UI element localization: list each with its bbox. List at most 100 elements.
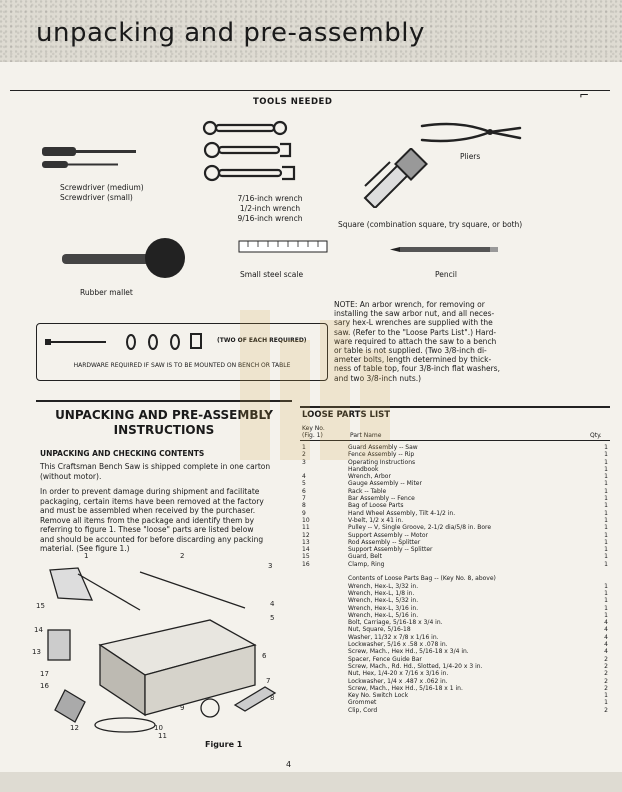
table-row: Wrench, Hex-L, 5/16 in.1 — [302, 612, 608, 619]
hardware-box: (TWO OF EACH REQUIRED) HARDWARE REQUIRED… — [36, 323, 328, 381]
note-line: ameter bolts, length determined by thick… — [334, 355, 492, 365]
callout-16: 16 — [40, 682, 49, 690]
parts-cell-qty: 1 — [604, 597, 608, 605]
watermark-logo — [240, 310, 390, 460]
wrench-illustration — [202, 120, 296, 182]
note-line: installing the saw arbor nut, and all ne… — [334, 309, 495, 319]
parts-cell-name: Nut, Hex, 1/4-20 x 7/16 x 3/16 in. — [348, 670, 449, 678]
parts-cell-name: Operating Instructions — [348, 458, 416, 466]
parts-cell-name — [348, 568, 598, 575]
figure-1-caption: Figure 1 — [205, 740, 243, 749]
parts-cell-qty: 1 — [604, 509, 608, 517]
para-line: This Craftsman Bench Saw is shipped comp… — [40, 462, 271, 471]
parts-cell-name: Guard Assembly -- Saw — [348, 444, 418, 451]
note-line: ness of table top, four 3/8-inch flat wa… — [334, 364, 500, 374]
parts-cell-qty: 1 — [604, 692, 608, 700]
parts-cell-qty: 1 — [604, 546, 608, 554]
instructions-paragraph-2: In order to prevent damage during shipme… — [40, 487, 296, 554]
loose-parts-table: 1Guard Assembly -- Saw12Fence Assembly -… — [302, 444, 608, 714]
instructions-paragraph-1: This Craftsman Bench Saw is shipped comp… — [40, 462, 296, 481]
table-row: Wrench, Hex-L, 5/32 in.1 — [302, 597, 608, 604]
parts-cell-key — [302, 648, 348, 655]
callout-1: 1 — [84, 552, 88, 560]
parts-cell-qty: 4 — [604, 648, 608, 656]
header-rule — [10, 90, 610, 91]
col-name-header: Part Name — [350, 432, 381, 439]
parts-cell-key — [302, 619, 348, 626]
parts-cell-name: Hand Wheel Assembly, Tilt 4-1/2 in. — [348, 509, 456, 517]
unpacking-subheading: UNPACKING AND CHECKING CONTENTS — [40, 449, 205, 458]
parts-cell-name: Rod Assembly -- Splitter — [348, 538, 421, 546]
screwdriver-illustration — [42, 147, 136, 168]
parts-cell-qty: 2 — [604, 677, 608, 685]
footer-banner — [0, 772, 622, 792]
square-illustration — [363, 148, 428, 208]
parts-cell-qty — [598, 568, 608, 575]
parts-cell-key — [302, 568, 348, 575]
para-line: and should be accounted for before disca… — [40, 534, 264, 544]
parts-cell-qty: 2 — [604, 706, 608, 714]
parts-cell-qty: 2 — [604, 655, 608, 663]
parts-cell-key — [302, 626, 348, 633]
table-row: Washer, 11/32 x 7/8 x 1/16 in.4 — [302, 634, 608, 641]
parts-cell-name: Wrench, Hex-L, 5/16 in. — [348, 611, 419, 619]
col-key-header: Key No. — [302, 425, 325, 432]
parts-cell-name: Support Assembly -- Motor — [348, 531, 429, 539]
square-caption: Square (combination square, try square, … — [338, 220, 523, 229]
table-row: Wrench, Hex-L, 3/16 in.1 — [302, 605, 608, 612]
parts-cell-name: Clip, Cord — [348, 706, 378, 714]
callout-8: 8 — [270, 694, 274, 702]
table-row: Clip, Cord 2 — [302, 707, 608, 714]
parts-cell-qty: 1 — [604, 553, 608, 561]
page-number: 4 — [286, 760, 292, 769]
table-row: Wrench, Hex-L, 1/8 in.1 — [302, 590, 608, 597]
parts-cell-key — [302, 634, 348, 641]
parts-cell-name: Screw, Mach., Hex Hd., 5/16-18 x 3/4 in. — [348, 648, 469, 656]
parts-cell-key — [302, 575, 348, 582]
note-line: saw. (Refer to the "Loose Parts List".) … — [334, 327, 497, 337]
parts-cell-key: 9 — [302, 509, 306, 517]
parts-cell-qty: 1 — [604, 487, 608, 495]
para-line: referring to figure 1. These "loose" par… — [40, 525, 254, 534]
parts-cell-qty: 1 — [604, 480, 608, 488]
note-line: NOTE: An arbor wrench, for removing or — [334, 300, 485, 309]
callout-13: 13 — [32, 648, 41, 656]
parts-cell-qty: 1 — [604, 531, 608, 539]
parts-cell-key: 4 — [302, 473, 306, 481]
parts-cell-qty: 1 — [604, 444, 608, 451]
parts-cell-key — [302, 583, 348, 590]
hardware-quantity-label: (TWO OF EACH REQUIRED) — [217, 337, 307, 344]
instructions-title: UNPACKING AND PRE-ASSEMBLY INSTRUCTIONS — [36, 408, 292, 438]
parts-cell-key: 5 — [302, 480, 306, 488]
table-row: Contents of Loose Parts Bag -- (Key No. … — [302, 575, 608, 582]
tools-needed-heading: TOOLS NEEDED — [253, 97, 333, 107]
parts-cell-qty: 2 — [604, 684, 608, 692]
parts-cell-key — [302, 685, 348, 692]
parts-cell-key: 10 — [302, 516, 310, 524]
parts-cell-name: Grommet — [348, 699, 377, 707]
parts-cell-name: Bag of Loose Parts — [348, 502, 404, 510]
hardware-illustration — [45, 333, 202, 350]
parts-cell-qty: 4 — [604, 626, 608, 634]
parts-cell-qty: 1 — [604, 473, 608, 481]
wrench-caption-7-16: 7/16-inch wrench — [237, 194, 303, 203]
callout-11: 11 — [158, 732, 167, 740]
parts-cell-name: Nut, Square, 5/16-18 — [348, 626, 411, 634]
callout-15: 15 — [36, 602, 45, 610]
parts-cell-qty: 1 — [604, 516, 608, 524]
parts-cell-key — [302, 678, 348, 685]
parts-cell-key — [302, 707, 348, 714]
